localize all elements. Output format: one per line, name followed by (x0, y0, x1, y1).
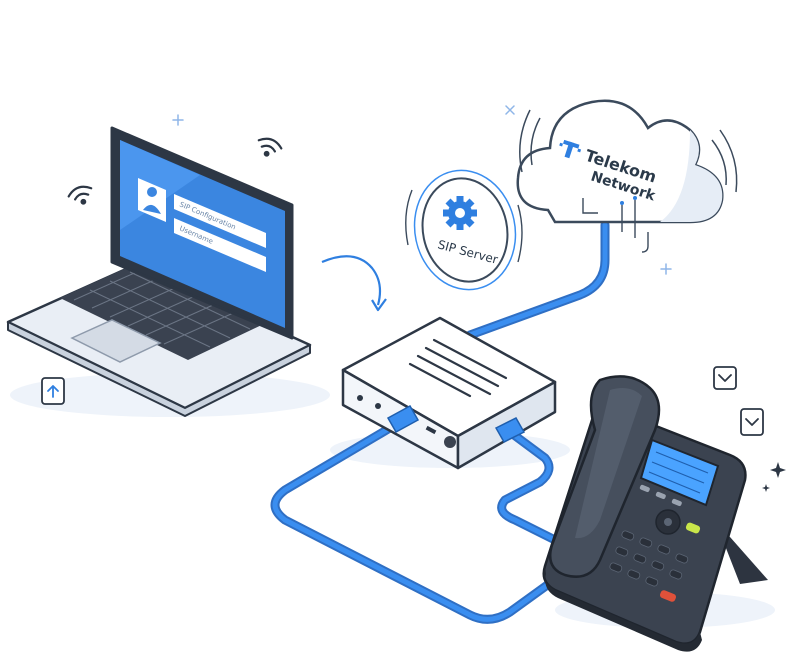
signal-arc-icon (517, 204, 523, 263)
sparkle-icon (762, 462, 786, 492)
keyboard-keys (73, 265, 251, 348)
signal-arc-icon (519, 109, 531, 173)
router (341, 316, 557, 470)
router-vents (408, 338, 508, 398)
sparkle-icon (172, 105, 672, 275)
user-avatar-icon (138, 178, 166, 222)
telekom-cloud: Telekom Network (516, 99, 738, 253)
wifi-icon (257, 137, 283, 157)
laptop-keyboard (60, 262, 268, 360)
router-led (375, 403, 381, 409)
signal-arc-icon (719, 129, 738, 193)
laptop: SIP Configuration Username (6, 126, 312, 417)
curved-arrow-icon (321, 255, 382, 306)
phone-softkey (671, 498, 682, 507)
username-field (174, 218, 266, 272)
laptop-base-edge (7, 321, 311, 417)
signal-arc-icon (711, 139, 727, 186)
sip-server-ring (413, 169, 517, 291)
cloud-node-dot (633, 196, 637, 200)
wifi-icon (67, 185, 93, 205)
cloud-connector-line (582, 198, 598, 214)
gear-icon (443, 196, 477, 230)
phone-keypad (609, 530, 689, 587)
laptop-trackpad (70, 319, 162, 363)
upload-arrow-icon (41, 377, 65, 405)
ethernet-plug (494, 417, 526, 443)
end-call-button (659, 590, 677, 602)
arrow-head (371, 298, 387, 312)
display-lines (648, 451, 709, 494)
router-phone-cable2 (499, 429, 558, 543)
sip-server-badge: SIP Server (405, 169, 523, 291)
chevron-down-badge-icon (713, 366, 737, 390)
router-port (425, 425, 437, 435)
chevron-down-badge-icon (740, 408, 764, 436)
desk-phone (542, 375, 768, 652)
router-led (357, 395, 363, 401)
router-phone-cable (272, 422, 578, 622)
phone-nav-center (664, 518, 672, 526)
cables (270, 220, 610, 624)
sip-config-field (174, 194, 266, 248)
signal-arc-icon (405, 189, 413, 246)
sip-server-disc (421, 177, 509, 283)
cloud-connector-line (641, 232, 649, 253)
telekom-t-logo-icon (559, 139, 582, 159)
handset-highlight (575, 388, 642, 539)
phone-softkey (639, 484, 650, 493)
cloud-node-dot (620, 201, 624, 205)
cloud-shading (660, 130, 723, 222)
answer-button (685, 522, 701, 534)
cloud-router-cable (467, 222, 608, 338)
router-power-button (444, 436, 456, 448)
phone-softkey (655, 491, 666, 500)
signal-arc-icon (530, 117, 541, 166)
ethernet-plug (386, 404, 420, 434)
